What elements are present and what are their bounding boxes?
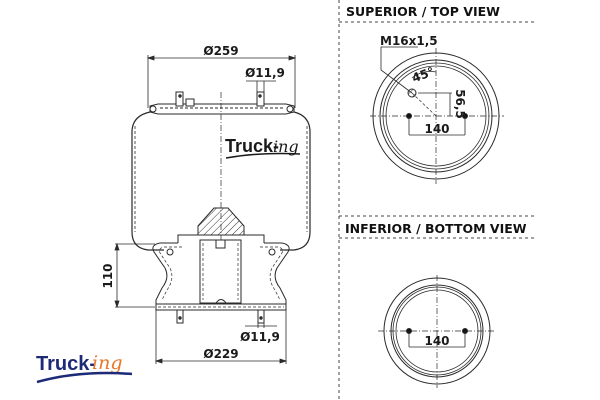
height-dimension [114, 242, 155, 309]
brand-logo-suffix: ing [92, 352, 122, 374]
body-logo: Truck- ing [225, 136, 301, 159]
body-logo-main: Truck- [225, 136, 279, 156]
offset-label: 56,5 [453, 89, 467, 119]
panel-separators [338, 0, 534, 400]
top-plate [149, 91, 295, 115]
thread-label: M16x1,5 [380, 34, 438, 48]
bottom-bolt-diameter-label: Ø11,9 [240, 330, 280, 344]
bottom-bolt-dimension [245, 310, 277, 328]
bump-stop [197, 207, 245, 236]
top-bolt-diameter-label: Ø11,9 [245, 66, 285, 80]
side-view: Ø259 Ø11,9 T [101, 44, 311, 364]
piston [152, 234, 290, 324]
brand-logo-swoosh [36, 371, 133, 384]
bottom-diameter-dimension [154, 310, 288, 364]
bellows-body [131, 111, 311, 251]
brand-logo: Truck- ing [36, 352, 133, 384]
bottom-diameter-label: Ø229 [203, 347, 238, 361]
top-bolt-spacing-label: 140 [424, 122, 449, 136]
top-view [370, 46, 504, 184]
height-label: 110 [101, 263, 115, 288]
top-diameter-dimension [146, 55, 297, 108]
bottom-bolt-spacing-label: 140 [424, 334, 449, 348]
top-view-heading: SUPERIOR / TOP VIEW [346, 4, 500, 19]
top-diameter-label: Ø259 [203, 44, 238, 58]
brand-logo-main: Truck- [36, 353, 96, 375]
bottom-view-heading: INFERIOR / BOTTOM VIEW [345, 221, 527, 236]
bottom-view [378, 275, 496, 388]
body-logo-suffix: ing [273, 137, 299, 156]
